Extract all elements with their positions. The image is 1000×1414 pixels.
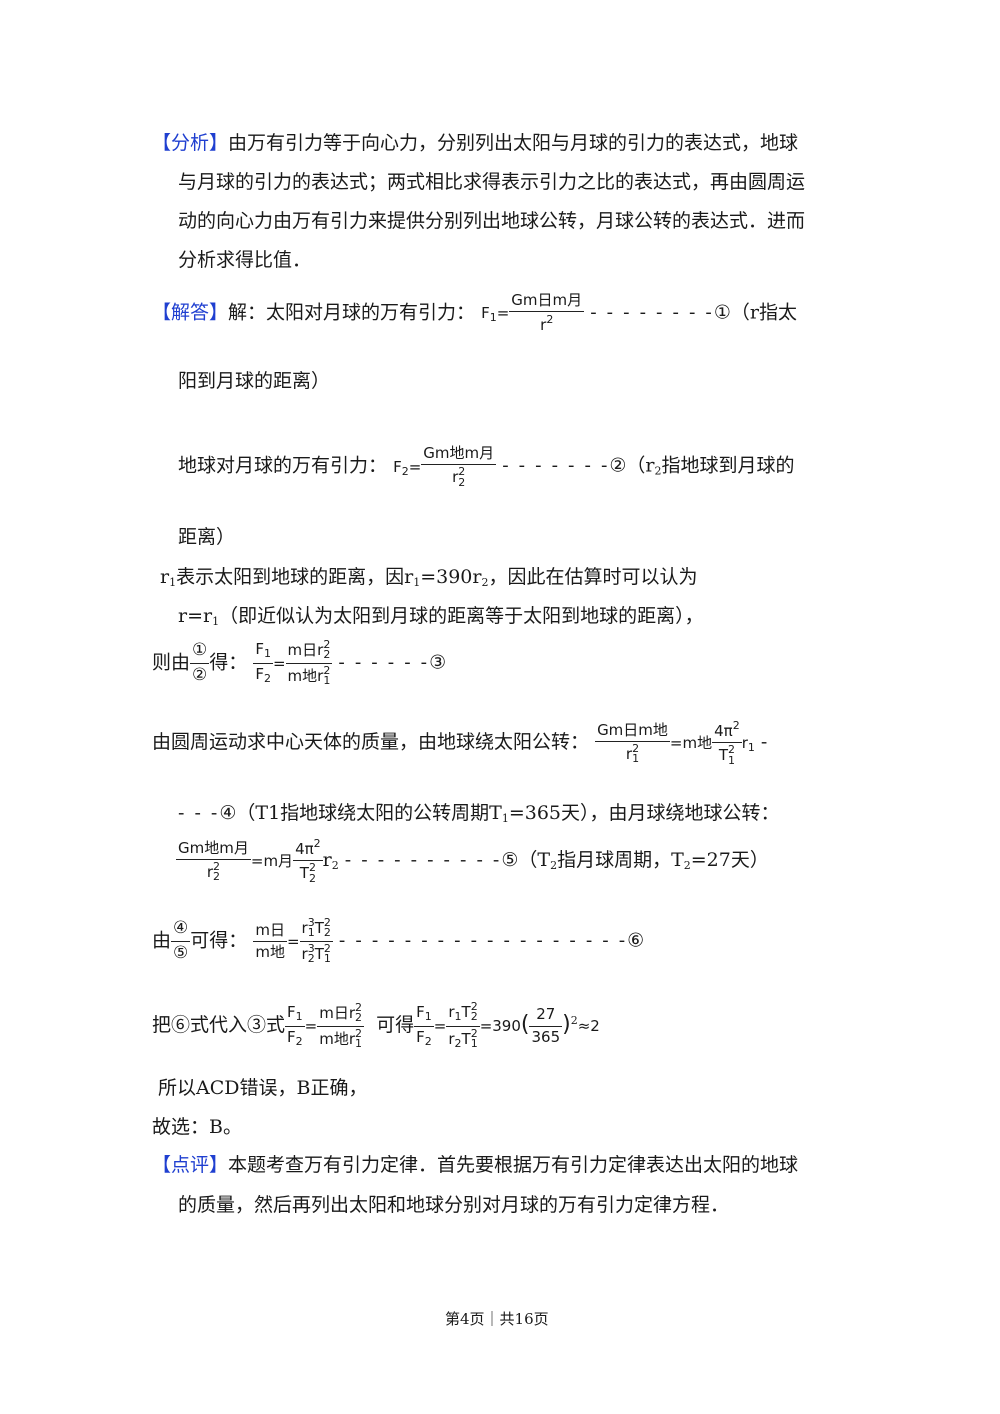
answer-choice: 故选：B。: [152, 1116, 242, 1138]
answer-conclusion: 所以ACD错误，B正确，: [158, 1077, 368, 1099]
analysis-tag: 【分析】: [152, 132, 229, 154]
marker-4: ④: [219, 802, 237, 824]
marker-3: ③: [429, 651, 447, 674]
comment-tag: 【点评】: [152, 1154, 229, 1176]
marker-5: ⑤: [501, 849, 519, 872]
analysis-line-1: 【分析】由万有引力等于向心力，分别列出太阳与月球的引力的表达式，地球: [152, 132, 799, 154]
answer-note2-c: 距离）: [178, 526, 236, 548]
analysis-line-4: 分析求得比值．: [178, 249, 312, 271]
answer-note1-b: 阳到月球的距离）: [178, 370, 331, 392]
answer-tag: 【解答】: [152, 301, 229, 324]
marker-1: ①: [713, 301, 731, 324]
answer-r1-line: r1表示太阳到地球的距离，因r1=390r2，因此在估算时可以认为: [160, 566, 698, 589]
comment-line-2: 的质量，然后再列出太阳和地球分别对月球的万有引力定律方程．: [178, 1194, 730, 1216]
analysis-line-3: 动的向心力由万有引力来提供分别列出地球公转，月球公转的表达式．进而: [178, 210, 806, 232]
marker-2: ②: [609, 454, 627, 477]
comment-line-1: 【点评】本题考查万有引力定律．首先要根据万有引力定律表达出太阳的地球: [152, 1154, 799, 1176]
marker-6: ⑥: [627, 929, 645, 952]
analysis-line-2: 与月球的引力的表达式；两式相比求得表示引力之比的表达式，再由圆周运: [178, 171, 806, 193]
answer-r-eq-line: r=r1（即近似认为太阳到月球的距离等于太阳到地球的距离），: [178, 605, 704, 628]
answer-note4-line: - - -④（T1指地球绕太阳的公转周期T1=365天），由月球绕地球公转：: [178, 802, 780, 825]
page-footer: 第4页｜共16页: [445, 1310, 549, 1328]
